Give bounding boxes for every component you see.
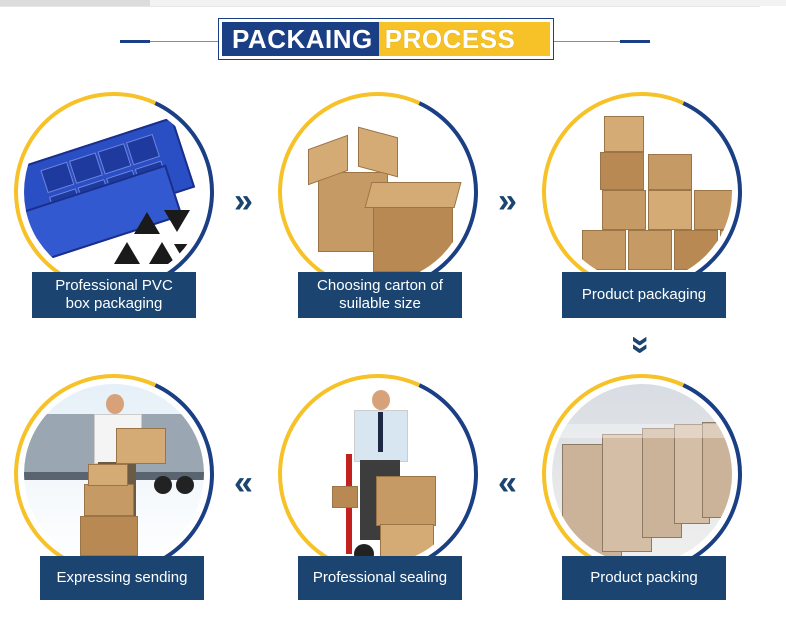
top-divider [0,6,760,7]
step-label-professional-sealing: Professional sealing [298,556,462,600]
right-arrow-icon: » [498,182,517,220]
step-choosing-carton [249,63,507,321]
step-expressing-sending [0,345,243,603]
step-professional-sealing [249,345,507,603]
step-product-packing [513,345,771,603]
left-arrow-icon: « [234,464,253,502]
title-banner: PACKAING PROCESS [120,18,650,64]
step-label-product-packaging: Product packaging [562,272,726,318]
carton-image [288,102,468,282]
step-pvc-box [0,63,243,321]
sealing-image [288,384,468,564]
left-arrow-icon: « [498,464,517,502]
down-arrow-icon: » [622,335,661,355]
title-part2: PROCESS [378,22,550,56]
step-label-choosing-carton: Choosing carton of suilable size [298,272,462,318]
delivery-image [24,384,204,564]
right-arrow-icon: » [234,182,253,220]
title-box: PACKAING PROCESS [218,18,554,60]
step-label-product-packing: Product packing [562,556,726,600]
step-product-packaging [513,63,771,321]
step-label-pvc-box: Professional PVC box packaging [32,272,196,318]
step-label-expressing-sending: Expressing sending [40,556,204,600]
stacked-boxes-image [552,102,732,282]
top-bar [0,0,786,6]
crates-image [552,384,732,564]
pvc-box-image [24,102,204,282]
title-part1: PACKAING [222,22,379,56]
